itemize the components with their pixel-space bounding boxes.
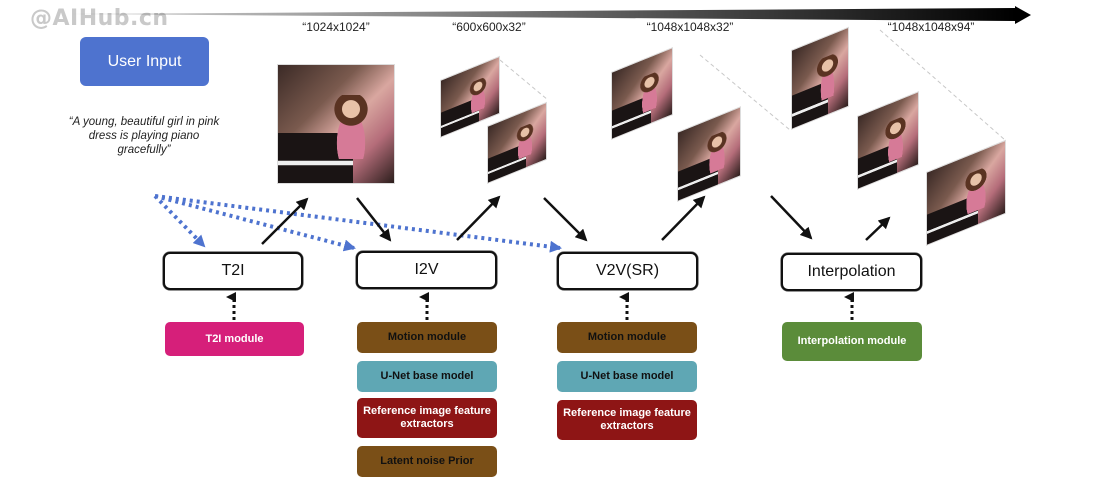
user-input-button[interactable]: User Input (80, 37, 209, 86)
interpolation-module: Interpolation module (782, 322, 922, 361)
timeline-arrowhead (1015, 6, 1031, 24)
i2v-unet-base-model: U-Net base model (357, 361, 497, 392)
watermark: @AIHub.cn (30, 6, 169, 31)
v2v-reference-extractors: Reference image feature extractors (557, 400, 697, 440)
stage-v2v-sr: V2V(SR) (557, 252, 698, 290)
v2v-stack-guide (699, 54, 791, 131)
i2v-input-arrow (356, 197, 392, 242)
i2v-resolution-label: “600x600x32” (452, 20, 526, 34)
prompt-text: “A young, beautiful girl in pink dress i… (68, 116, 220, 156)
t2i-module: T2I module (165, 322, 304, 356)
i2v-motion-module: Motion module (357, 322, 497, 353)
stage-i2v: I2V (356, 251, 497, 289)
interp-input-arrow (770, 195, 813, 240)
i2v-output-arrow (456, 195, 501, 241)
v2v-unet-base-model: U-Net base model (557, 361, 697, 392)
v2v-input-arrow (543, 197, 588, 242)
prompt-to-t2i-arrow (153, 194, 206, 248)
v2v-resolution-label: “1048x1048x32” (646, 20, 734, 34)
i2v-reference-extractors: Reference image feature extractors (357, 398, 497, 438)
t2i-output-image (277, 64, 395, 184)
t2i-resolution-label: “1024x1024” (302, 20, 370, 34)
i2v-latent-noise-prior: Latent noise Prior (357, 446, 497, 477)
prompt-to-i2v-arrow (154, 194, 356, 252)
v2v-motion-module: Motion module (557, 322, 697, 353)
interp-resolution-label: “1048x1048x94” (887, 20, 975, 34)
i2v-stack-guide (499, 59, 549, 101)
t2i-output-arrow (261, 197, 309, 245)
stage-interpolation: Interpolation (781, 253, 922, 291)
stage-t2i: T2I (163, 252, 303, 290)
prompt-to-v2v-arrow (154, 194, 562, 253)
v2v-output-arrow (661, 195, 706, 241)
interp-output-arrow (865, 216, 891, 241)
timeline-arrow (70, 8, 1015, 21)
